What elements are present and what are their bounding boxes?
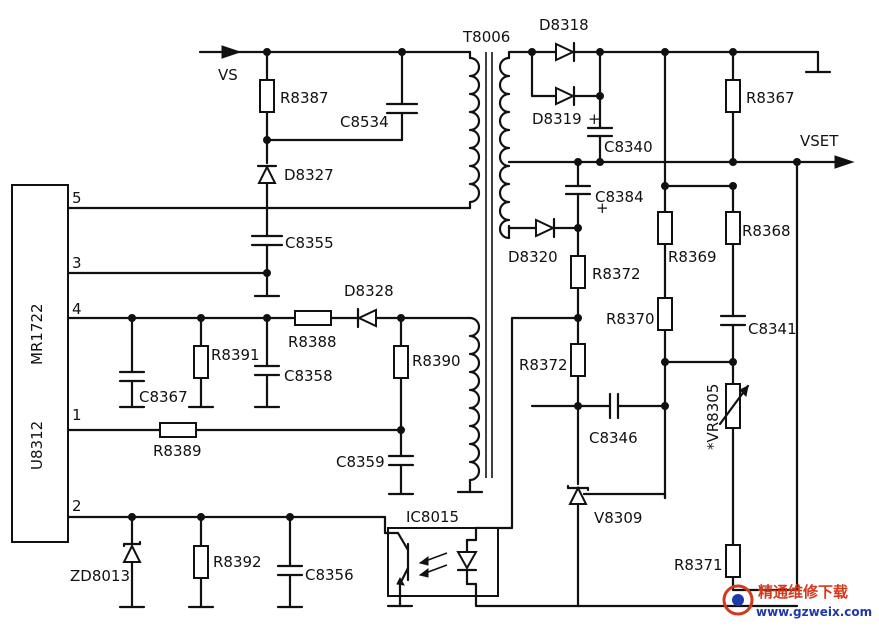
ic-name-1: U8312 bbox=[28, 421, 46, 470]
watermark: 精通维修下载 www.gzweix.com bbox=[722, 583, 872, 619]
r8369: R8369 bbox=[657, 184, 717, 300]
c8356-label: C8356 bbox=[305, 566, 354, 584]
r8372-lower: R8372 bbox=[519, 316, 586, 410]
r8391-label: R8391 bbox=[211, 346, 260, 364]
d8320: D8320 bbox=[507, 217, 582, 266]
ic-u8312: U8312 MR1722 5 3 4 1 2 bbox=[11, 184, 82, 543]
c8346-label: C8346 bbox=[589, 429, 638, 447]
c8359-label: C8359 bbox=[336, 453, 385, 471]
transformer-t8006: T8006 bbox=[400, 28, 510, 494]
d8327-label: D8327 bbox=[284, 166, 334, 184]
r8388: R8388 bbox=[288, 310, 359, 351]
ic8015-label: IC8015 bbox=[406, 508, 459, 526]
c8340: + C8340 bbox=[586, 94, 653, 164]
r8372-upper: R8372 bbox=[570, 226, 641, 322]
c8534: C8534 bbox=[263, 50, 419, 144]
pin-3-label: 3 bbox=[72, 254, 82, 272]
pin-2-label: 2 bbox=[72, 497, 82, 515]
d8320-label: D8320 bbox=[508, 248, 558, 266]
r8371-label: R8371 bbox=[674, 556, 723, 574]
r8387: R8387 bbox=[259, 50, 329, 142]
d8319: D8319 bbox=[530, 50, 604, 128]
v8309-label: V8309 bbox=[594, 509, 642, 527]
r8391: R8391 bbox=[187, 316, 260, 409]
c8358-label: C8358 bbox=[284, 367, 333, 385]
vset-label: VSET bbox=[800, 132, 839, 150]
ic8015: IC8015 bbox=[383, 508, 499, 608]
d8318-label: D8318 bbox=[539, 16, 589, 34]
c8358: C8358 bbox=[253, 316, 333, 409]
c8340-plus: + bbox=[588, 110, 601, 128]
r8371: R8371 bbox=[674, 544, 741, 592]
vr8305-label: *VR8305 bbox=[704, 384, 722, 450]
d8318: D8318 bbox=[530, 16, 604, 63]
c8367: C8367 bbox=[118, 316, 188, 409]
r8368: R8368 bbox=[725, 184, 791, 318]
ic-name-2: MR1722 bbox=[28, 303, 46, 365]
c8534-label: C8534 bbox=[340, 113, 389, 131]
r8370-label: R8370 bbox=[606, 310, 655, 328]
d8327: D8327 bbox=[256, 138, 334, 238]
c8384-plus: + bbox=[596, 199, 609, 217]
c8340-label: C8340 bbox=[604, 138, 653, 156]
c8346: C8346 bbox=[576, 392, 669, 447]
r8389-label: R8389 bbox=[153, 442, 202, 460]
r8372-upper-label: R8372 bbox=[592, 265, 641, 283]
c8384-label: C8384 bbox=[595, 188, 644, 206]
v8309: V8309 bbox=[566, 404, 667, 608]
c8355: C8355 bbox=[250, 234, 334, 298]
r8367-label: R8367 bbox=[746, 89, 795, 107]
r8387-label: R8387 bbox=[280, 89, 329, 107]
vr8305: *VR8305 bbox=[704, 360, 750, 547]
r8392-label: R8392 bbox=[213, 553, 262, 571]
watermark-logo-center-icon bbox=[732, 594, 744, 606]
zd8013-label: ZD8013 bbox=[70, 567, 130, 585]
watermark-url: www.gzweix.com bbox=[756, 605, 872, 619]
r8392: R8392 bbox=[187, 515, 262, 609]
d8319-label: D8319 bbox=[532, 110, 582, 128]
t8006-label: T8006 bbox=[462, 28, 510, 46]
pin-5-label: 5 bbox=[72, 189, 82, 207]
vset-output: VSET bbox=[507, 132, 855, 169]
watermark-title: 精通维修下载 bbox=[758, 583, 848, 601]
d8328-label: D8328 bbox=[344, 282, 394, 300]
r8372-lower-label: R8372 bbox=[519, 356, 568, 374]
zd8013: ZD8013 bbox=[70, 515, 146, 609]
r8369-label: R8369 bbox=[668, 248, 717, 266]
vs-input: VS bbox=[198, 45, 406, 84]
pin-1-label: 1 bbox=[72, 406, 82, 424]
r8388-label: R8388 bbox=[288, 333, 337, 351]
d8328: D8328 bbox=[344, 282, 472, 329]
c8384: + C8384 bbox=[564, 158, 644, 230]
c8356: C8356 bbox=[276, 515, 354, 609]
r8368-label: R8368 bbox=[742, 222, 791, 240]
r8370: R8370 bbox=[606, 297, 673, 500]
vs-label: VS bbox=[218, 66, 238, 84]
r8367: R8367 bbox=[725, 50, 795, 164]
c8341: C8341 bbox=[719, 314, 797, 364]
c8367-label: C8367 bbox=[139, 388, 188, 406]
r8390: R8390 bbox=[393, 316, 461, 434]
pin-4-label: 4 bbox=[72, 300, 82, 318]
watermark-logo-icon bbox=[722, 584, 754, 616]
c8355-label: C8355 bbox=[285, 234, 334, 252]
r8389: R8389 bbox=[66, 422, 403, 460]
c8341-label: C8341 bbox=[748, 320, 797, 338]
c8359: C8359 bbox=[336, 428, 415, 496]
r8390-label: R8390 bbox=[412, 352, 461, 370]
